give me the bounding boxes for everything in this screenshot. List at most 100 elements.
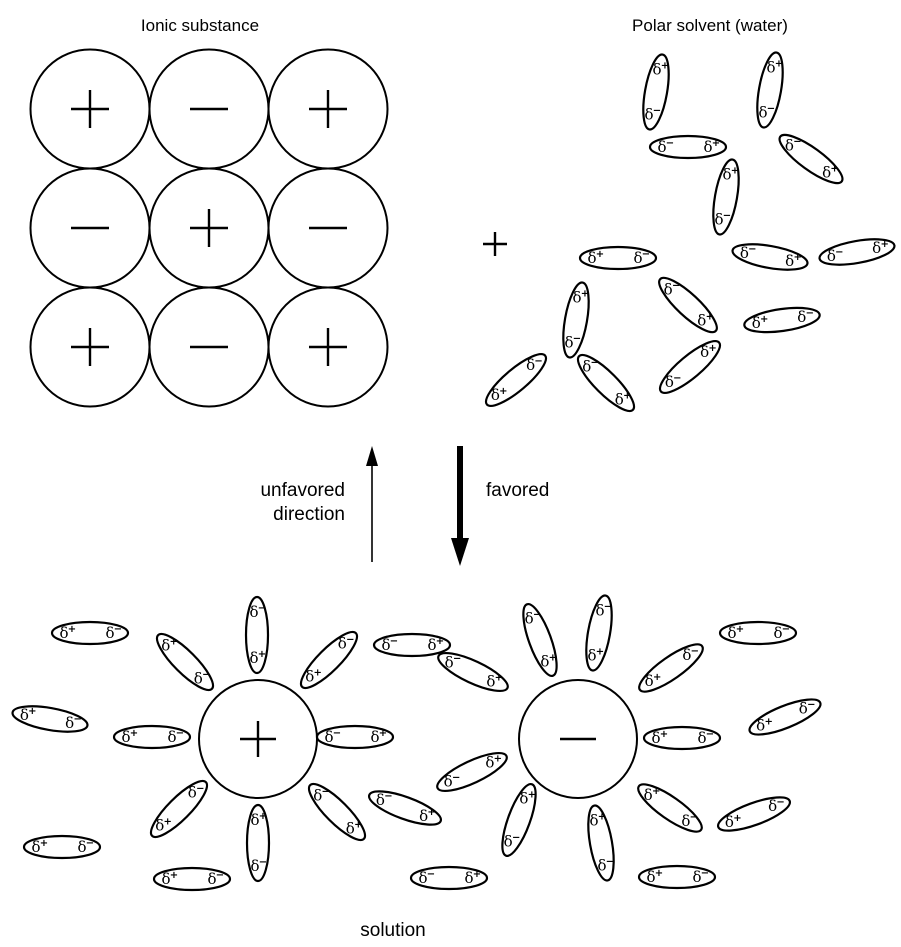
delta-plus-label: δ	[305, 667, 314, 685]
delta-minus-superscript: −	[176, 728, 184, 739]
polar-solvent-molecules: δ−δ+δ−δ+δ−δ+δ−δ+δ−δ+δ−δ+δ−δ+δ+δ−δ−δ+δ−δ+…	[484, 51, 896, 413]
dipole-ellipse	[748, 698, 822, 736]
delta-plus-superscript: +	[733, 813, 741, 824]
delta-plus-superscript: +	[28, 706, 36, 717]
delta-plus-superscript: +	[170, 637, 178, 648]
delta-plus-label: δ	[703, 138, 712, 156]
delta-plus-superscript: +	[379, 728, 387, 739]
dipole-ellipse	[245, 803, 271, 883]
favored-arrow	[451, 446, 469, 566]
delta-minus-superscript: −	[333, 728, 341, 739]
delta-minus-label: δ	[564, 334, 573, 352]
plus-charge-icon	[309, 90, 347, 128]
delta-minus-superscript: −	[642, 249, 650, 260]
dipole-ellipse	[642, 53, 670, 131]
dipole-ellipse	[112, 724, 192, 750]
delta-plus-superscript: +	[712, 138, 720, 149]
delta-minus-label: δ	[714, 211, 723, 229]
delta-minus-superscript: −	[346, 635, 354, 646]
water-dipole-molecule: δ+δ−	[587, 804, 615, 882]
dipole-ellipse	[712, 158, 740, 236]
dipole-ellipse	[585, 594, 613, 672]
cation-sphere	[29, 48, 151, 170]
delta-minus-superscript: −	[782, 624, 790, 635]
delta-minus-label: δ	[504, 833, 513, 851]
delta-minus-superscript: −	[806, 308, 814, 319]
delta-plus-superscript: +	[793, 252, 801, 263]
delta-minus-label: δ	[633, 249, 642, 267]
delta-minus-superscript: −	[723, 211, 731, 222]
delta-plus-superscript: +	[436, 636, 444, 647]
dipole-ellipse	[642, 725, 722, 751]
dipole-ellipse	[367, 790, 443, 826]
delta-minus-label: δ	[188, 784, 197, 802]
delta-plus-superscript: +	[581, 288, 589, 299]
delta-plus-label: δ	[491, 386, 500, 404]
delta-plus-superscript: +	[596, 647, 604, 658]
water-dipole-molecule: δ+δ−	[437, 651, 509, 693]
delta-plus-superscript: +	[258, 649, 266, 660]
delta-plus-label: δ	[651, 729, 660, 747]
delta-minus-label: δ	[740, 244, 749, 262]
delta-plus-label: δ	[589, 811, 598, 829]
delta-minus-superscript: −	[573, 334, 581, 345]
delta-plus-label: δ	[644, 786, 653, 804]
dipole-ellipse	[587, 804, 615, 882]
delta-plus-label: δ	[370, 728, 379, 746]
dipole-ellipse	[437, 651, 509, 693]
delta-minus-superscript: −	[776, 797, 784, 808]
delta-minus-label: δ	[758, 104, 767, 122]
dipole-ellipse	[484, 353, 548, 407]
delta-plus-label: δ	[752, 314, 761, 332]
delta-plus-label: δ	[464, 869, 473, 887]
delta-minus-label: δ	[582, 358, 591, 376]
delta-plus-label: δ	[519, 789, 528, 807]
delta-plus-label: δ	[161, 870, 170, 888]
water-dipole-molecule: δ+δ−	[245, 803, 271, 883]
ionic-lattice	[29, 48, 389, 408]
anion-sphere	[148, 48, 270, 170]
delta-minus-label: δ	[381, 636, 390, 654]
delta-minus-label: δ	[324, 728, 333, 746]
delta-minus-label: δ	[697, 729, 706, 747]
delta-plus-label: δ	[615, 390, 624, 408]
favored-label: favored	[486, 480, 549, 501]
solution-label: solution	[360, 920, 426, 941]
dipole-ellipse	[22, 834, 102, 860]
water-dipole-molecule: δ+δ−	[50, 620, 130, 646]
water-dipole-molecule: δ−δ+	[22, 834, 102, 860]
delta-minus-superscript: −	[606, 857, 614, 868]
delta-minus-label: δ	[207, 870, 216, 888]
delta-plus-superscript: +	[473, 869, 481, 880]
delta-minus-label: δ	[681, 812, 690, 830]
dipole-ellipse	[658, 340, 722, 394]
delta-minus-superscript: −	[767, 104, 775, 115]
delta-plus-label: δ	[727, 624, 736, 642]
dipole-ellipse	[299, 630, 359, 690]
delta-minus-superscript: −	[216, 870, 224, 881]
plus-charge-icon	[240, 721, 276, 757]
delta-minus-label: δ	[313, 787, 322, 805]
delta-plus-label: δ	[587, 249, 596, 267]
dipole-ellipse	[562, 281, 590, 359]
water-dipole-molecule: δ−δ+	[307, 782, 367, 842]
water-dipole-molecule: δ+δ−	[718, 620, 798, 646]
delta-plus-label: δ	[346, 819, 355, 837]
water-dipole-molecule: δ−δ+	[648, 134, 728, 160]
delta-minus-label: δ	[665, 373, 674, 391]
delta-plus-superscript: +	[708, 343, 716, 354]
plus-sign-combine	[483, 232, 507, 256]
dipole-ellipse	[578, 245, 658, 271]
water-dipole-molecule: δ−δ+	[149, 779, 209, 839]
delta-minus-label: δ	[77, 838, 86, 856]
dipole-ellipse	[307, 782, 367, 842]
delta-plus-superscript: +	[427, 807, 435, 818]
unfavored-label-line1: unfavored	[260, 480, 345, 501]
delta-minus-superscript: −	[673, 373, 681, 384]
dipole-ellipse	[756, 51, 784, 129]
delta-plus-superscript: +	[259, 811, 267, 822]
delta-plus-label: δ	[722, 165, 731, 183]
delta-plus-label: δ	[822, 164, 831, 182]
water-dipole-molecule: δ+δ−	[637, 864, 717, 890]
delta-plus-label: δ	[766, 58, 775, 76]
